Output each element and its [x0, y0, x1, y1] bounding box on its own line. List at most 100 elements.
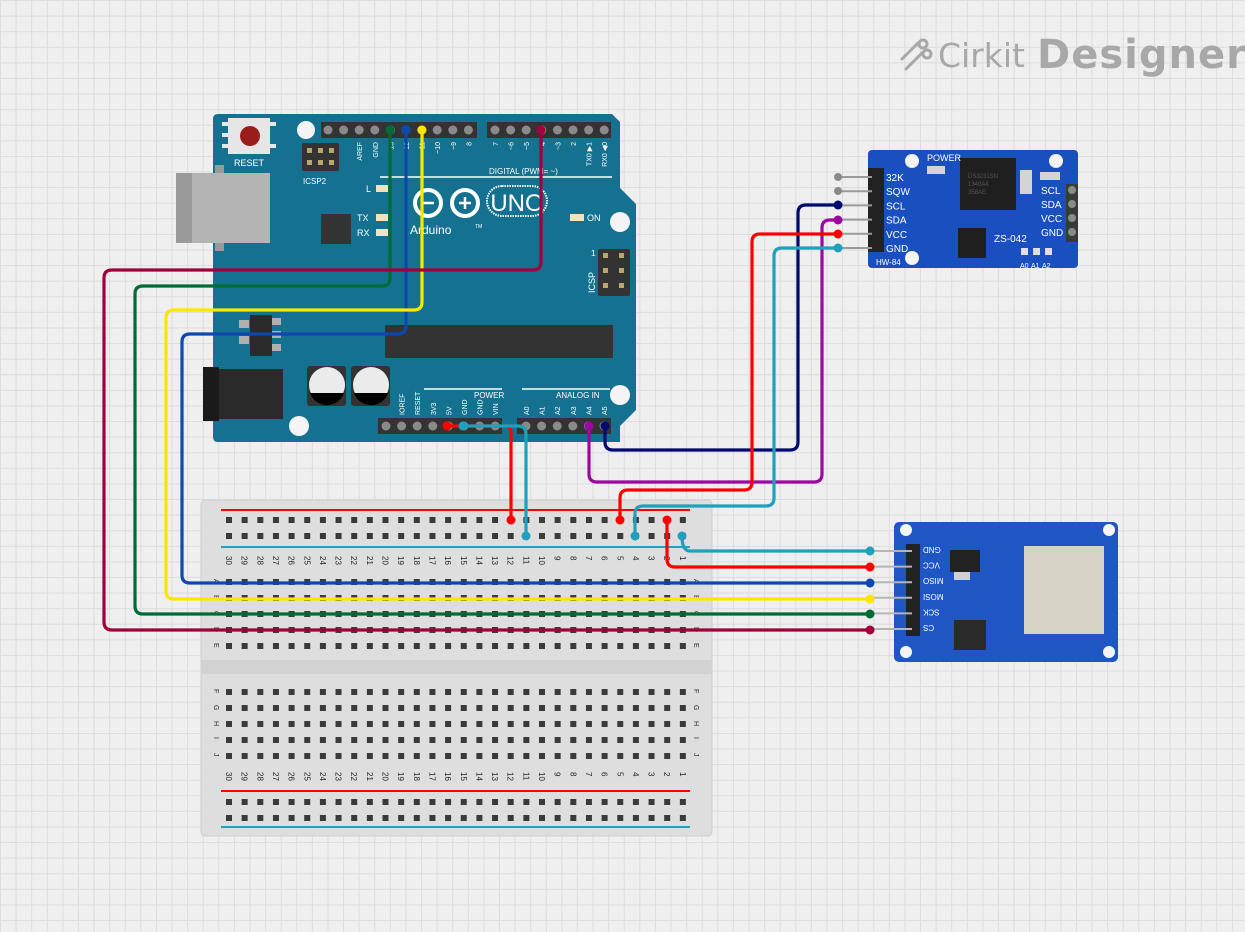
breadboard-hole[interactable]: [351, 533, 358, 539]
breadboard-hole[interactable]: [648, 753, 655, 759]
header-pin[interactable]: [381, 421, 391, 431]
breadboard[interactable]: 3030292928282727262625252424232322222121…: [200, 499, 713, 837]
breadboard-hole[interactable]: [664, 737, 671, 743]
breadboard-hole[interactable]: [585, 799, 592, 805]
breadboard-hole[interactable]: [570, 799, 577, 805]
breadboard-hole[interactable]: [382, 643, 389, 649]
breadboard-hole[interactable]: [632, 815, 639, 821]
wire-endpoint[interactable]: [600, 421, 610, 431]
breadboard-hole[interactable]: [476, 517, 483, 523]
wire-d13-to-sd-sck[interactable]: [133, 128, 872, 616]
breadboard-hole[interactable]: [429, 737, 436, 743]
rtc-right-pin[interactable]: [1068, 214, 1076, 222]
rtc-pin-sqw[interactable]: [834, 187, 842, 195]
breadboard-hole[interactable]: [429, 721, 436, 727]
breadboard-hole[interactable]: [226, 753, 232, 759]
breadboard-hole[interactable]: [539, 533, 545, 539]
breadboard-hole[interactable]: [241, 721, 248, 727]
breadboard-hole[interactable]: [632, 643, 639, 649]
breadboard-hole[interactable]: [539, 737, 545, 743]
breadboard-hole[interactable]: [272, 799, 279, 805]
breadboard-hole[interactable]: [585, 689, 592, 695]
breadboard-hole[interactable]: [445, 721, 452, 727]
breadboard-hole[interactable]: [226, 705, 232, 711]
wire-endpoint[interactable]: [833, 243, 843, 253]
wire-rtc-gnd-to-rail[interactable]: [633, 246, 840, 538]
breadboard-hole[interactable]: [664, 753, 671, 759]
breadboard-hole[interactable]: [585, 533, 592, 539]
breadboard-hole[interactable]: [398, 737, 405, 743]
breadboard-hole[interactable]: [413, 689, 420, 695]
breadboard-hole[interactable]: [398, 705, 405, 711]
header-pin[interactable]: [490, 125, 500, 135]
breadboard-hole[interactable]: [304, 753, 311, 759]
breadboard-hole[interactable]: [335, 815, 342, 821]
breadboard-hole[interactable]: [257, 533, 264, 539]
breadboard-hole[interactable]: [539, 721, 545, 727]
header-pin[interactable]: [568, 125, 578, 135]
breadboard-hole[interactable]: [382, 721, 389, 727]
breadboard-hole[interactable]: [664, 799, 671, 805]
breadboard-hole[interactable]: [570, 643, 577, 649]
breadboard-hole[interactable]: [648, 721, 655, 727]
wire-endpoint[interactable]: [536, 125, 546, 135]
wire-d4-to-sd-cs[interactable]: [102, 128, 872, 632]
rtc-right-pin[interactable]: [1068, 200, 1076, 208]
breadboard-hole[interactable]: [523, 643, 530, 649]
breadboard-hole[interactable]: [601, 737, 608, 743]
breadboard-hole[interactable]: [382, 737, 389, 743]
wire-a5-to-rtc-scl[interactable]: [603, 203, 840, 452]
wire-endpoint[interactable]: [385, 125, 395, 135]
breadboard-hole[interactable]: [445, 517, 452, 523]
breadboard-hole[interactable]: [366, 721, 373, 727]
breadboard-hole[interactable]: [398, 689, 405, 695]
breadboard-hole[interactable]: [304, 689, 311, 695]
breadboard-hole[interactable]: [226, 643, 232, 649]
breadboard-hole[interactable]: [351, 643, 358, 649]
wire-endpoint[interactable]: [615, 515, 625, 525]
breadboard-hole[interactable]: [648, 517, 655, 523]
breadboard-hole[interactable]: [304, 517, 311, 523]
breadboard-hole[interactable]: [601, 705, 608, 711]
breadboard-hole[interactable]: [335, 705, 342, 711]
breadboard-hole[interactable]: [351, 737, 358, 743]
breadboard-hole[interactable]: [648, 705, 655, 711]
breadboard-hole[interactable]: [679, 689, 686, 695]
breadboard-hole[interactable]: [335, 753, 342, 759]
breadboard-hole[interactable]: [226, 517, 232, 523]
breadboard-hole[interactable]: [492, 689, 499, 695]
breadboard-hole[interactable]: [429, 753, 436, 759]
breadboard-hole[interactable]: [554, 689, 561, 695]
breadboard-hole[interactable]: [554, 721, 561, 727]
breadboard-hole[interactable]: [445, 643, 452, 649]
breadboard-hole[interactable]: [366, 799, 373, 805]
breadboard-hole[interactable]: [507, 643, 514, 649]
breadboard-hole[interactable]: [648, 815, 655, 821]
breadboard-hole[interactable]: [319, 737, 326, 743]
breadboard-hole[interactable]: [570, 753, 577, 759]
breadboard-hole[interactable]: [366, 705, 373, 711]
breadboard-hole[interactable]: [288, 517, 295, 523]
breadboard-hole[interactable]: [648, 643, 655, 649]
wire-a4-to-rtc-sda[interactable]: [587, 218, 840, 484]
breadboard-hole[interactable]: [679, 737, 686, 743]
breadboard-hole[interactable]: [288, 753, 295, 759]
breadboard-hole[interactable]: [382, 753, 389, 759]
wire-endpoint[interactable]: [506, 515, 516, 525]
wire-endpoint[interactable]: [442, 421, 452, 431]
breadboard-hole[interactable]: [445, 815, 452, 821]
breadboard-hole[interactable]: [554, 533, 561, 539]
wire-endpoint[interactable]: [865, 562, 875, 572]
wire-endpoint[interactable]: [865, 609, 875, 619]
breadboard-hole[interactable]: [570, 737, 577, 743]
breadboard-hole[interactable]: [492, 705, 499, 711]
breadboard-hole[interactable]: [460, 721, 467, 727]
header-pin[interactable]: [412, 421, 422, 431]
breadboard-hole[interactable]: [226, 533, 232, 539]
breadboard-hole[interactable]: [632, 705, 639, 711]
breadboard-hole[interactable]: [351, 815, 358, 821]
breadboard-hole[interactable]: [226, 721, 232, 727]
breadboard-hole[interactable]: [366, 533, 373, 539]
wire-endpoint[interactable]: [833, 215, 843, 225]
